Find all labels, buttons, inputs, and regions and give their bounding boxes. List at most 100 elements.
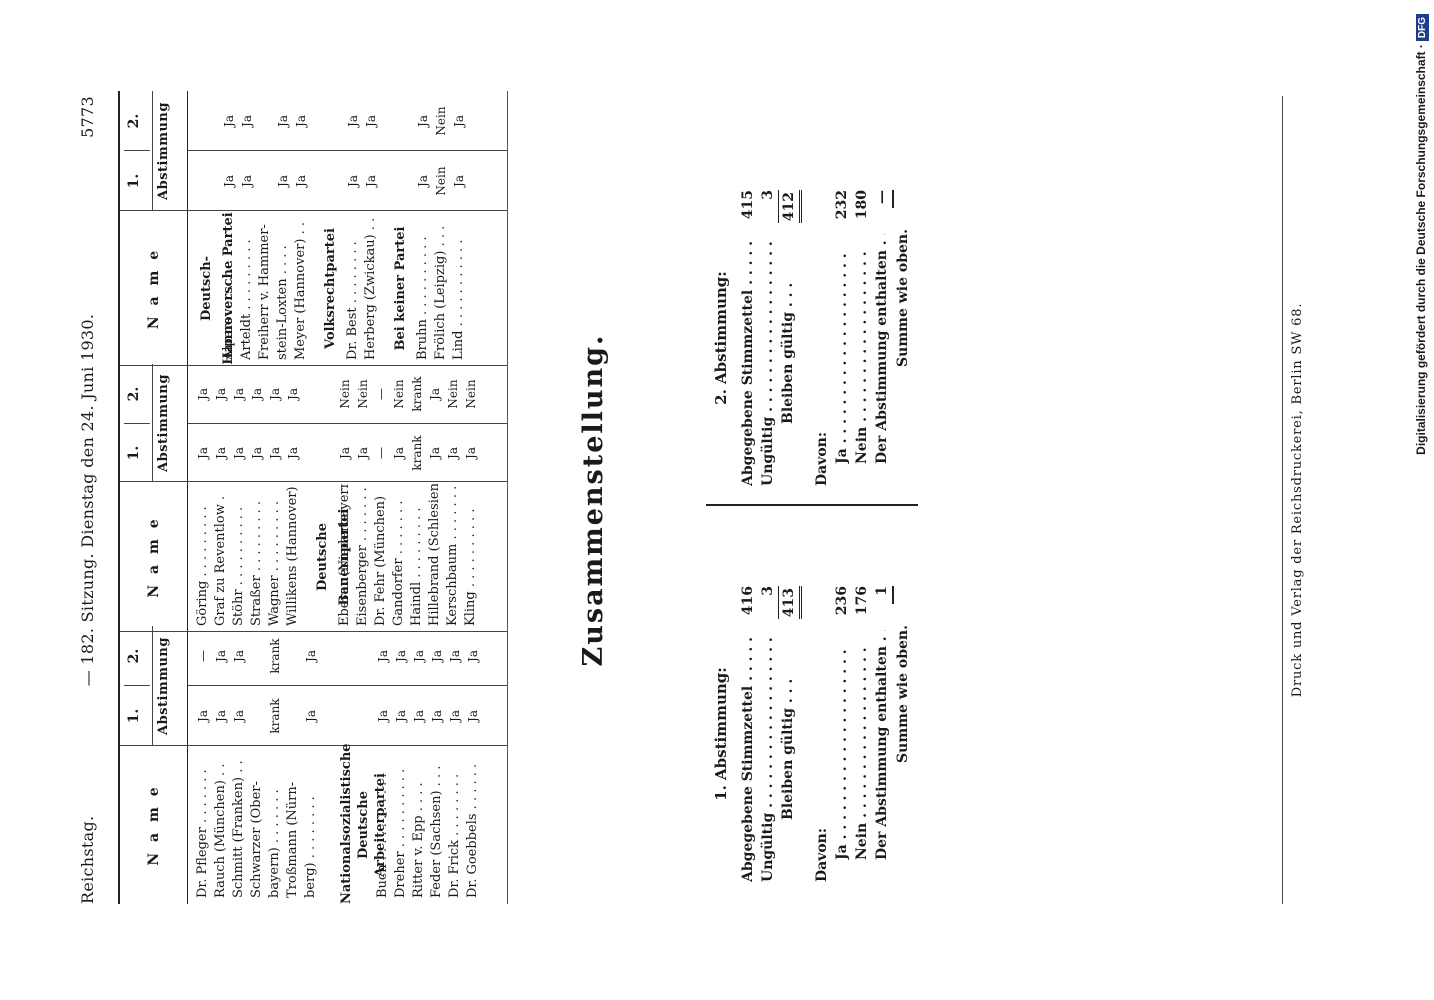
summary-sum-note: Summe wie oben.: [895, 229, 911, 367]
summary-row: Nein . . . . . . . . . . . . . . . . . .…: [854, 586, 870, 860]
name-column-header: N a m e: [146, 247, 162, 330]
name-column-header: N a m e: [146, 516, 162, 598]
summary-row: Nein . . . . . . . . . . . . . . . . . .…: [854, 190, 870, 464]
running-header: Reichstag. — 182. Sitzung. Dienstag den …: [72, 96, 106, 904]
vote2-column-header: 2.: [126, 386, 142, 402]
summary-title: Zusammenstellung.: [578, 333, 609, 667]
summary-total-row: Bleiben gültig . . .412: [778, 190, 802, 486]
vote2-column-header: 2.: [126, 113, 142, 129]
rows: Dr. Pfleger . . . . . . .Ja— Rauch (Münc…: [194, 626, 482, 904]
vote1-column-header: 1.: [126, 445, 142, 461]
header-center: — 182. Sitzung. Dienstag den 24. Juni 19…: [78, 313, 97, 687]
party-heading: Bei keiner Partei: [393, 226, 408, 351]
name-column-header: N a m e: [146, 784, 162, 866]
party-heading: Deutsche Bauernpartei: [315, 508, 352, 606]
summary-total-row: Bleiben gültig . . .413: [778, 586, 802, 882]
dfg-logo-badge: DFG: [1416, 14, 1429, 42]
party-heading: Nationalsozialistische Deutsche Arbeiter…: [339, 743, 388, 904]
vote1-column-header: 1.: [126, 173, 142, 189]
column-header: N a m e 1. 2. Abstimmung: [120, 364, 188, 632]
header-rule: [152, 91, 153, 211]
column-header: N a m e 1. 2. Abstimmung: [120, 626, 188, 904]
watermark-text: Digitalisierung gefördert durch die Deut…: [1414, 44, 1428, 455]
table-row: Freiherr v. Hammer-: [257, 224, 272, 360]
table-row: Troßmann (Nürn-: [285, 781, 300, 898]
party-heading: Volksrechtpartei: [323, 228, 338, 349]
vote2-column-header: 2.: [126, 648, 142, 664]
table-row: Dr. Pfleger . . . . . . .Ja—: [195, 650, 210, 898]
table-row: Schwarzer (Ober-: [249, 781, 264, 898]
imprint-footer: Druck und Verlag der Reichsdruckerei, Be…: [1290, 302, 1305, 698]
summary-vote-2: 2. Abstimmung: Abgegebene Stimmzettel . …: [712, 190, 914, 486]
summary-heading: 2. Abstimmung:: [712, 271, 730, 405]
header-divider: [124, 685, 150, 686]
summary-divider: [706, 504, 918, 506]
page-number: 5773: [78, 96, 97, 138]
abstimmung-header: Abstimmung: [156, 374, 171, 472]
header-divider: [124, 423, 150, 424]
summary-row: Ja . . . . . . . . . . . . . . . . . . .…: [834, 586, 850, 860]
summary-row: Ungültig . . . . . . . . . . . . . . . .…: [760, 586, 776, 882]
column-header: N a m e 1. 2. Abstimmung: [120, 91, 188, 366]
summary-row: Davon:: [814, 431, 830, 486]
vote-table-panel-1: N a m e 1. 2. Abstimmung Dr. Pfleger . .…: [118, 626, 508, 904]
summary-row: Ja . . . . . . . . . . . . . . . . . . .…: [834, 190, 850, 464]
dfg-watermark: Digitalisierung gefördert durch die Deut…: [1414, 0, 1429, 1000]
summary-row: Davon:: [814, 827, 830, 882]
vote1-column-header: 1.: [126, 708, 142, 724]
abstimmung-header: Abstimmung: [156, 102, 171, 200]
vote-table-panel-2: N a m e 1. 2. Abstimmung Göring . . . . …: [118, 364, 508, 632]
footer-rule: [1282, 96, 1283, 904]
summary-row: Der Abstimmung enthalten . . . .1: [872, 586, 894, 882]
header-divider: [124, 150, 150, 151]
header-rule: [152, 626, 153, 746]
summary-sum-note: Summe wie oben.: [895, 625, 911, 763]
summary-heading: 1. Abstimmung:: [712, 667, 730, 801]
header-rule: [152, 364, 153, 482]
summary-row: Abgegebene Stimmzettel . . . . . . . . .…: [740, 190, 756, 486]
table-row: Dr. Fehr (München)——: [373, 388, 388, 626]
summary-row: Ungültig . . . . . . . . . . . . . . . .…: [760, 190, 776, 486]
summary-row: Der Abstimmung enthalten . . . .—: [872, 190, 894, 486]
summary-row: Abgegebene Stimmzettel . . . . . . . . .…: [740, 586, 756, 882]
abstimmung-header: Abstimmung: [156, 637, 171, 735]
rows: Deutsch-Hannoversche Partei Alpers . . .…: [194, 91, 468, 366]
vote-table-panel-3: N a m e 1. 2. Abstimmung Deutsch-Hannove…: [118, 91, 508, 366]
party-heading: Deutsch-Hannoversche Partei: [199, 212, 236, 365]
summary-vote-1: 1. Abstimmung: Abgegebene Stimmzettel . …: [712, 586, 914, 882]
